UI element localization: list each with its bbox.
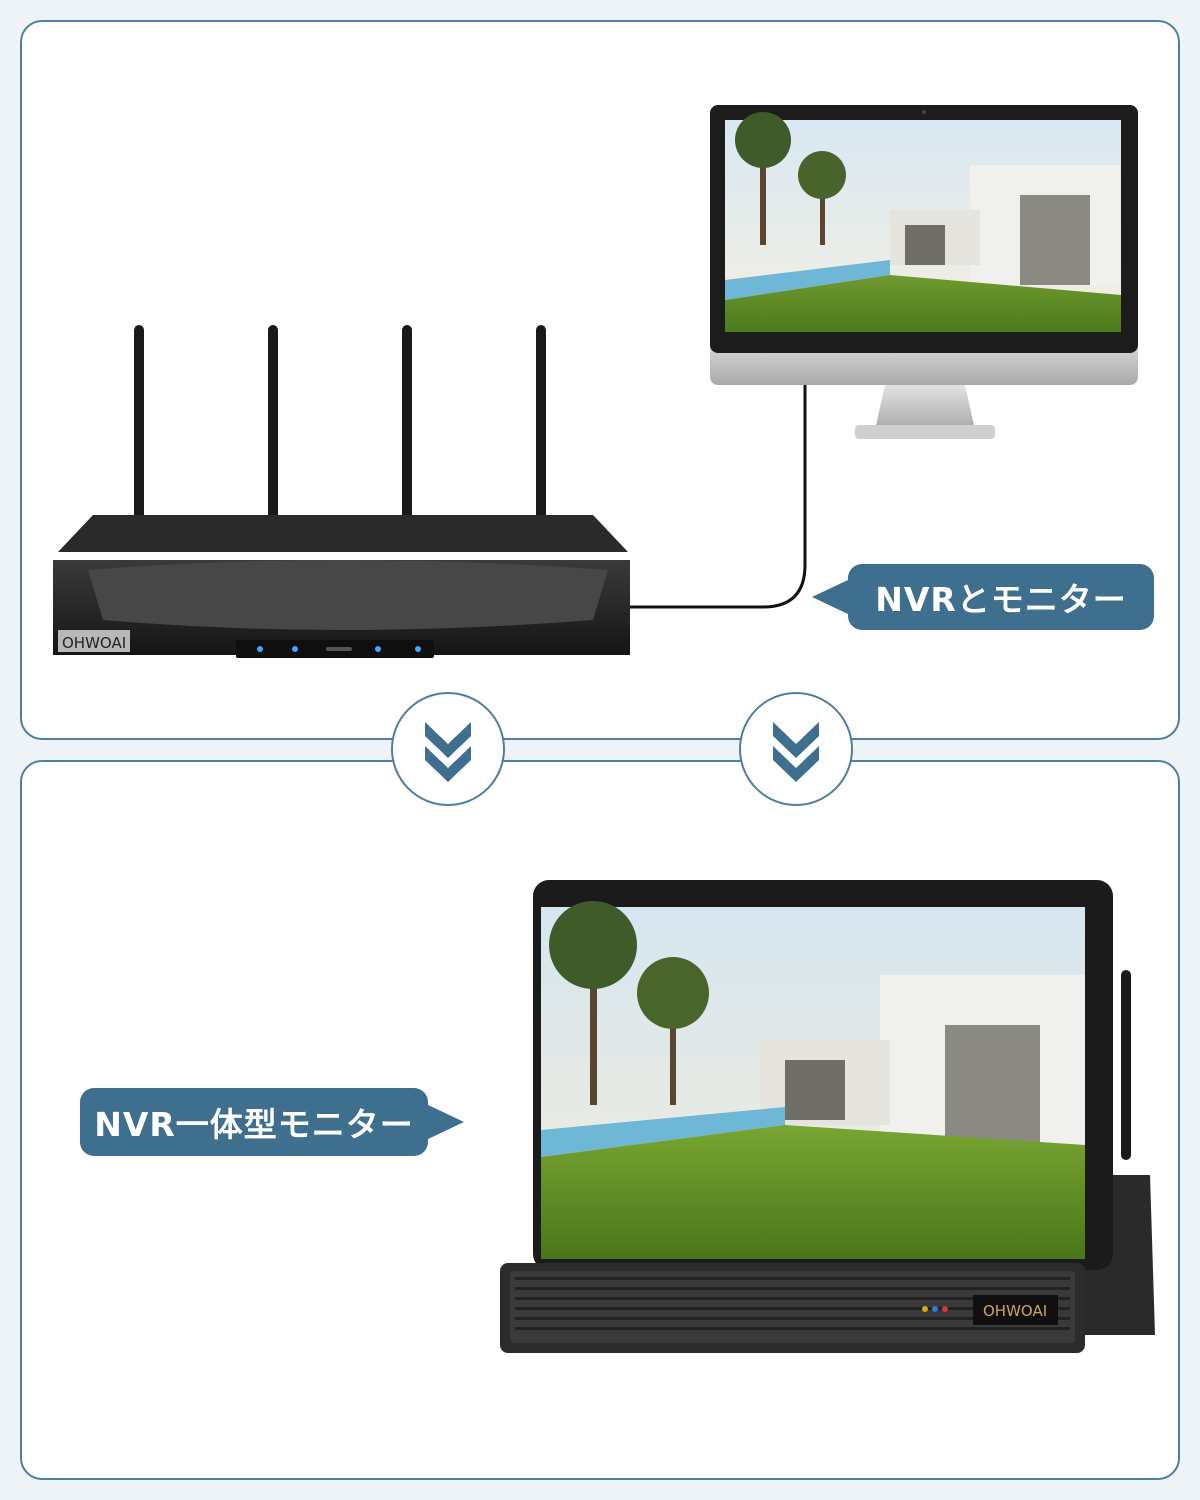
- nvr-integrated-monitor-label: NVR一体型モニター: [94, 1105, 414, 1144]
- callout-pointer: [812, 579, 850, 615]
- double-chevron-down-icon: [391, 692, 505, 806]
- desktop-monitor-illustration: [710, 105, 1138, 439]
- hdmi-cable: [628, 385, 807, 609]
- double-chevron-down-icon: [739, 692, 853, 806]
- nvr-brand-label: OHWOAI: [62, 634, 126, 652]
- nvr-and-monitor-label: NVRとモニター: [875, 580, 1127, 619]
- monitor-brand-label: OHWOAI: [983, 1302, 1047, 1320]
- nvr-integrated-monitor-illustration: OHWOAI: [500, 880, 1155, 1353]
- callout-pointer: [426, 1104, 464, 1140]
- nvr-and-monitor-callout: NVRとモニター: [812, 564, 1154, 630]
- nvr-recorder-illustration: OHWOAI: [53, 325, 630, 658]
- nvr-integrated-monitor-callout: NVR一体型モニター: [80, 1088, 464, 1156]
